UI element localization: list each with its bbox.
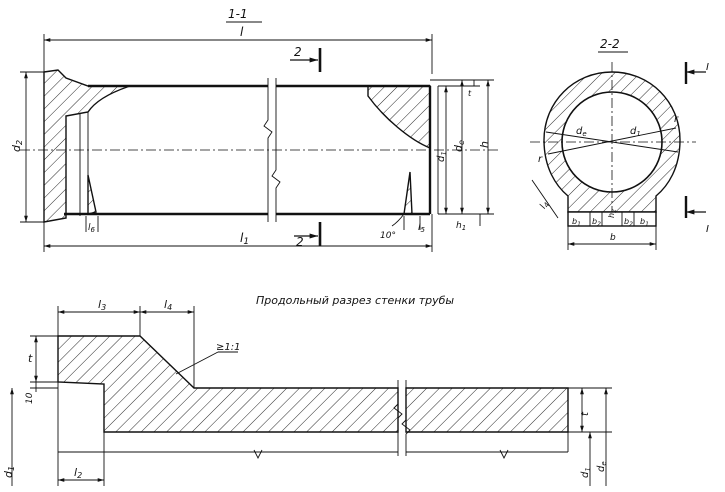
cut-2-label-bottom: 2 <box>296 235 304 249</box>
label-l2: l2 <box>74 466 82 480</box>
longitudinal-section-view: Продольный разрез стенки трубы l3 l4 ≥1:… <box>2 294 612 486</box>
dim-label-l5: l5 <box>418 223 426 234</box>
dim-label-h: h <box>478 141 491 148</box>
cut-label-bottom: I <box>706 224 709 235</box>
dim-line-l4 <box>531 179 559 219</box>
label-b: b <box>610 233 616 243</box>
break-mark <box>253 449 263 460</box>
label-de-right: dе <box>596 461 608 472</box>
label-h2: h2 <box>607 209 618 218</box>
label-l4: l4 <box>538 200 551 212</box>
cut-2-label-top: 2 <box>294 45 302 59</box>
longitudinal-title: Продольный разрез стенки трубы <box>256 294 454 307</box>
slope-leader <box>175 351 219 375</box>
break-line <box>393 380 403 456</box>
label-l3: l3 <box>98 298 106 312</box>
dim-label-h1: h1 <box>456 221 466 232</box>
dim-label-l1: l1 <box>240 231 249 247</box>
label-de: dе <box>576 126 587 138</box>
wall-profile-hatched-right <box>405 387 569 433</box>
label-r-top: r <box>674 114 679 125</box>
socket-wall-hatched <box>43 69 131 223</box>
label-b1-right: b1 <box>640 217 649 228</box>
section-2-2-title: 2-2 <box>600 37 620 51</box>
dim-label-de: dе <box>452 140 466 152</box>
section-1-1-title: 1-1 <box>228 7 248 21</box>
socket-foot <box>87 174 97 215</box>
dim-label-l6: l6 <box>88 223 96 234</box>
label-t-left: t <box>28 352 33 365</box>
section-1-1-view: 1-1 l 2 2 l6 <box>10 7 500 252</box>
section-2-2-view: 2-2 dе d1 r r b1 b2 b2 b1 h2 b l4 <box>530 37 709 250</box>
label-d1-right: d1 <box>580 467 592 478</box>
label-b2-right: b2 <box>624 217 633 228</box>
break-mark <box>499 449 509 460</box>
label-l4: l4 <box>164 298 172 312</box>
dim-label-d1: d1 <box>436 151 448 162</box>
break-line <box>401 380 411 456</box>
dim-label-t: t <box>468 89 472 98</box>
break-line <box>263 78 273 222</box>
label-10: 10 <box>25 392 35 404</box>
break-line <box>271 78 281 222</box>
cut-label-top: I <box>706 62 709 73</box>
label-t-right: t <box>580 411 591 416</box>
dim-label-d2: d2 <box>10 140 24 152</box>
angle-arc <box>391 213 405 227</box>
spigot-wall-hatched <box>367 85 431 150</box>
dim-label-l: l <box>240 25 244 39</box>
label-slope: ≥1:1 <box>216 342 240 353</box>
spigot-foot <box>403 171 413 215</box>
label-d1: d1 <box>630 126 641 138</box>
label-b1-left: b1 <box>572 217 581 228</box>
label-d1-left: d1 <box>2 466 16 478</box>
label-b2-left: b2 <box>592 217 601 228</box>
angle-label: 10° <box>380 231 396 241</box>
label-r-left: r <box>538 154 543 165</box>
